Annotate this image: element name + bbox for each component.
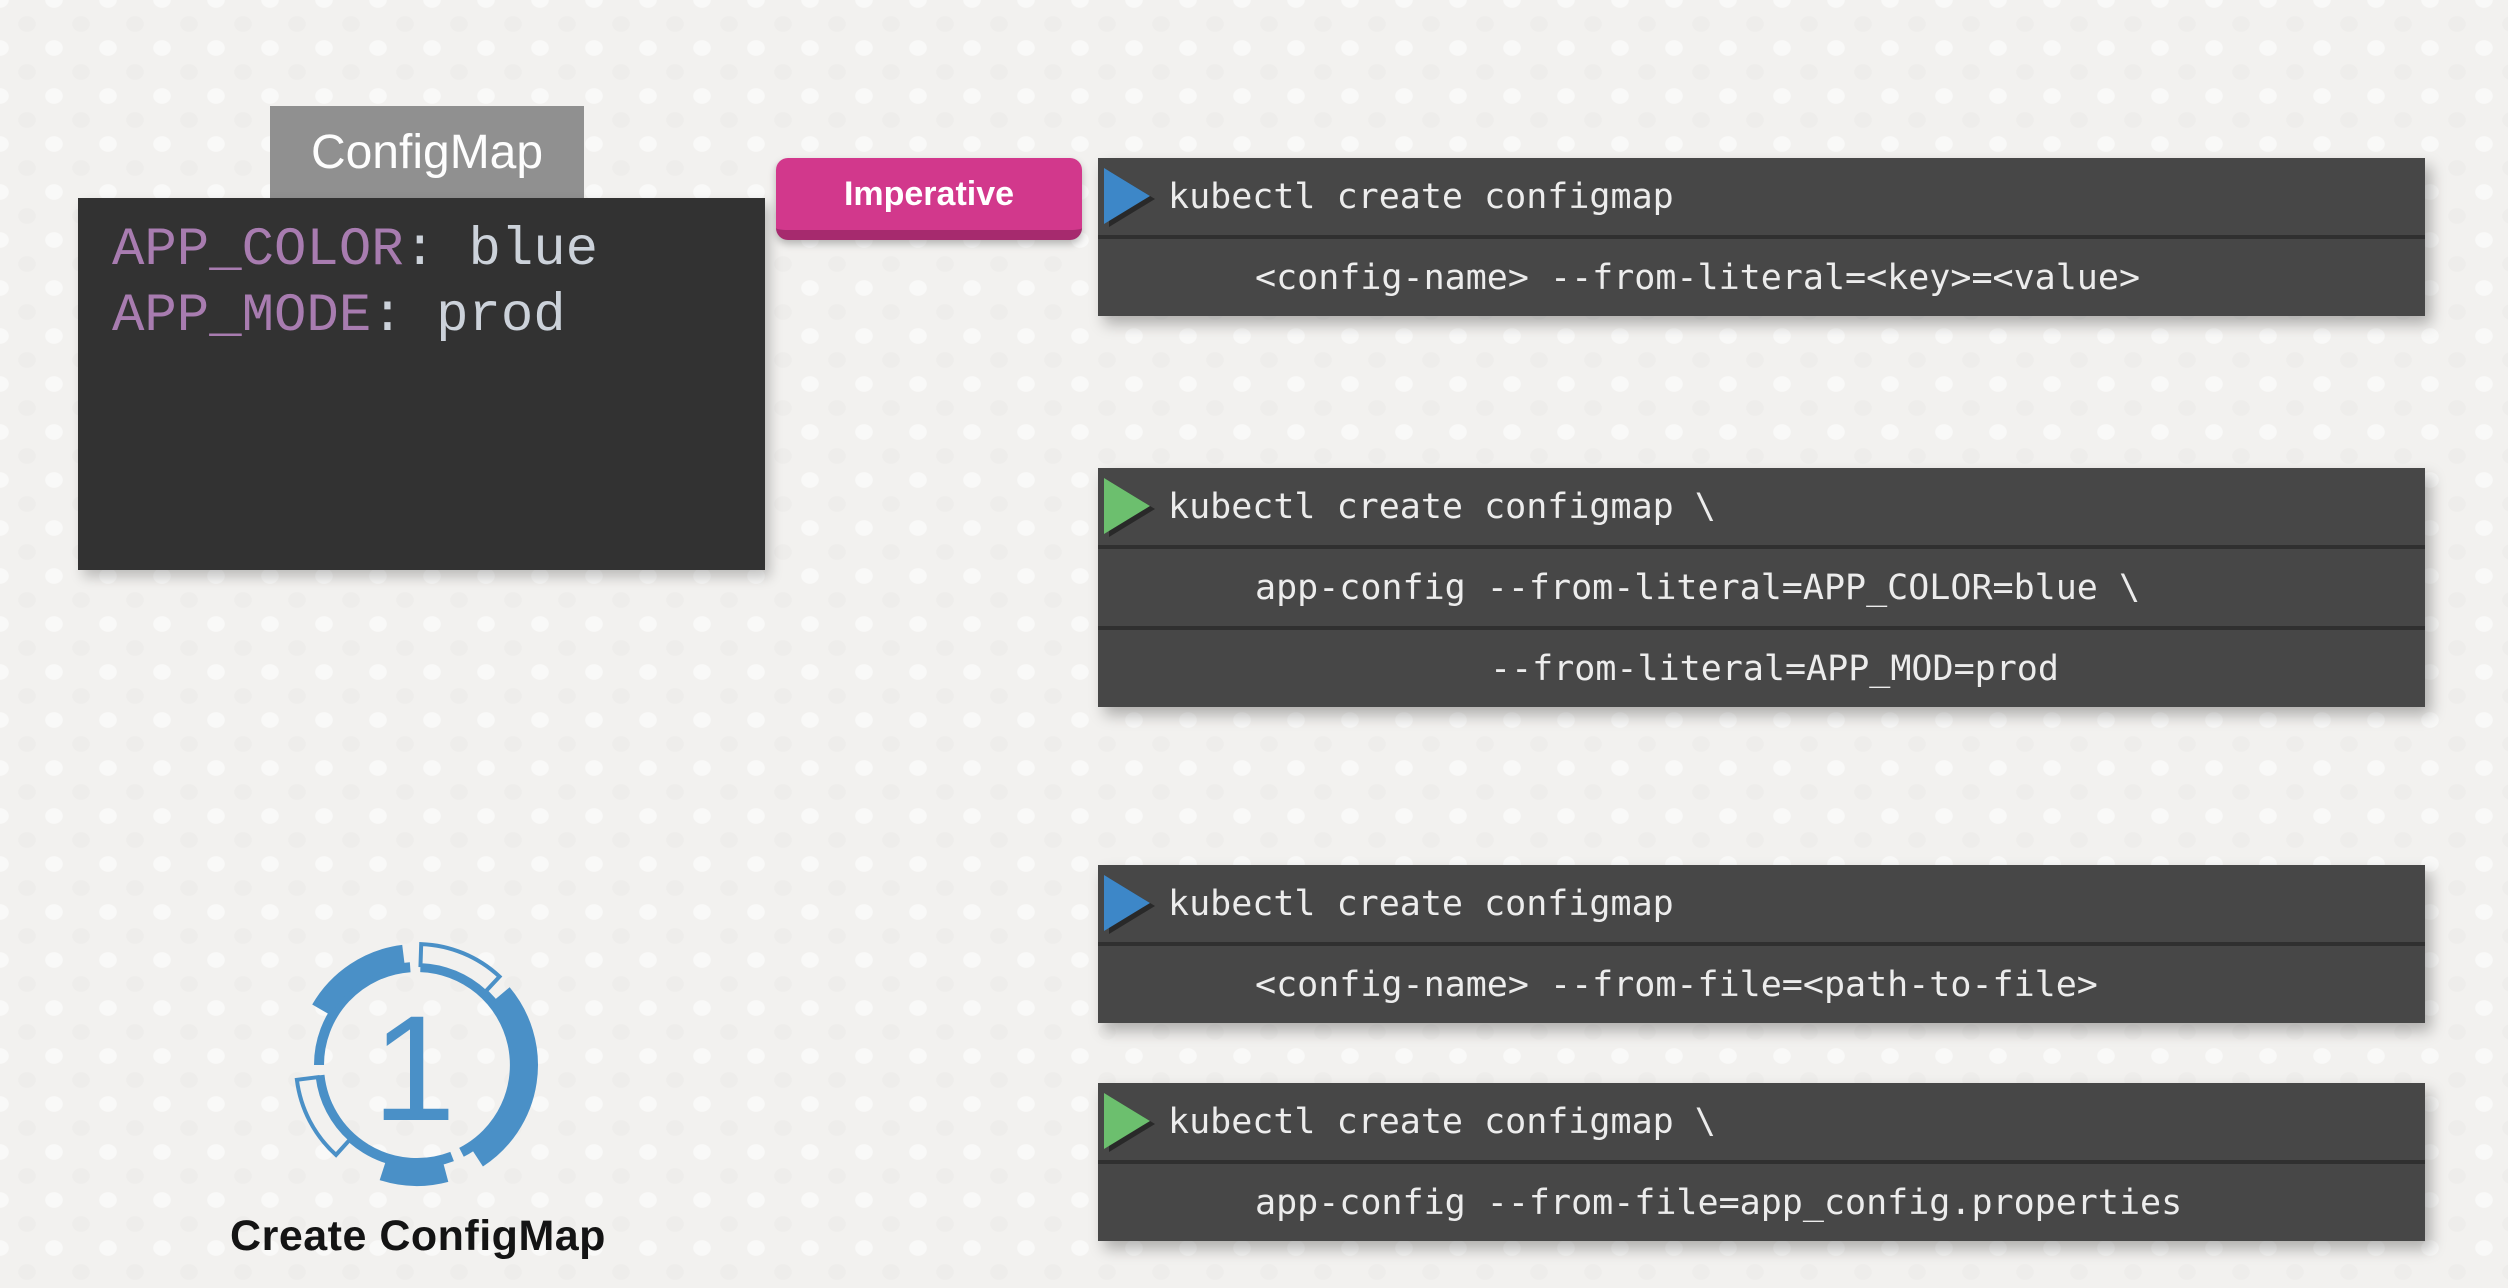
step-label: Create ConfigMap [230,1212,606,1260]
command-line: app-config --from-file=app_config.proper… [1255,1182,2183,1223]
config-entry: APP_MODE: prod [78,284,765,350]
command-row: kubectl create configmap [1098,865,2425,946]
command-box-from-file-example: kubectl create configmap \ app-config --… [1098,1083,2425,1241]
config-entry: APP_COLOR: blue [78,198,765,284]
command-row: app-config --from-file=app_config.proper… [1098,1164,2425,1241]
command-row: <config-name> --from-literal=<key>=<valu… [1098,239,2425,316]
config-value: prod [436,286,566,347]
command-line: <config-name> --from-literal=<key>=<valu… [1255,257,2141,298]
configmap-data-box: APP_COLOR: blue APP_MODE: prod [78,198,765,570]
config-key: APP_COLOR [112,220,404,281]
command-line: --from-literal=APP_MOD=prod [1490,648,2059,689]
command-box-from-file-syntax: kubectl create configmap <config-name> -… [1098,865,2425,1023]
command-row: app-config --from-literal=APP_COLOR=blue… [1098,549,2425,630]
command-row: kubectl create configmap \ [1098,1083,2425,1164]
imperative-badge: Imperative [776,158,1082,240]
command-line: app-config --from-literal=APP_COLOR=blue… [1255,567,2141,608]
play-icon [1104,1093,1150,1149]
play-icon [1104,875,1150,931]
config-key: APP_MODE [112,286,372,347]
command-row: kubectl create configmap [1098,158,2425,239]
command-line: kubectl create configmap [1168,883,1674,924]
play-icon [1104,478,1150,534]
step-number: 1 [372,984,455,1152]
command-box-from-literal-example: kubectl create configmap \ app-config --… [1098,468,2425,707]
configmap-title-label: ConfigMap [270,106,584,198]
command-row: kubectl create configmap \ [1098,468,2425,549]
command-line: <config-name> --from-file=<path-to-file> [1255,964,2098,1005]
config-separator: : [371,286,437,347]
config-value: blue [468,220,599,281]
command-row: --from-literal=APP_MOD=prod [1098,630,2425,707]
command-line: kubectl create configmap [1168,176,1674,217]
command-row: <config-name> --from-file=<path-to-file> [1098,946,2425,1023]
play-icon [1104,168,1150,224]
command-line: kubectl create configmap \ [1168,1101,1716,1142]
command-box-from-literal-syntax: kubectl create configmap <config-name> -… [1098,158,2425,316]
step-number-ring-icon: 1 [294,942,538,1186]
config-separator: : [403,220,469,281]
command-line: kubectl create configmap \ [1168,486,1716,527]
